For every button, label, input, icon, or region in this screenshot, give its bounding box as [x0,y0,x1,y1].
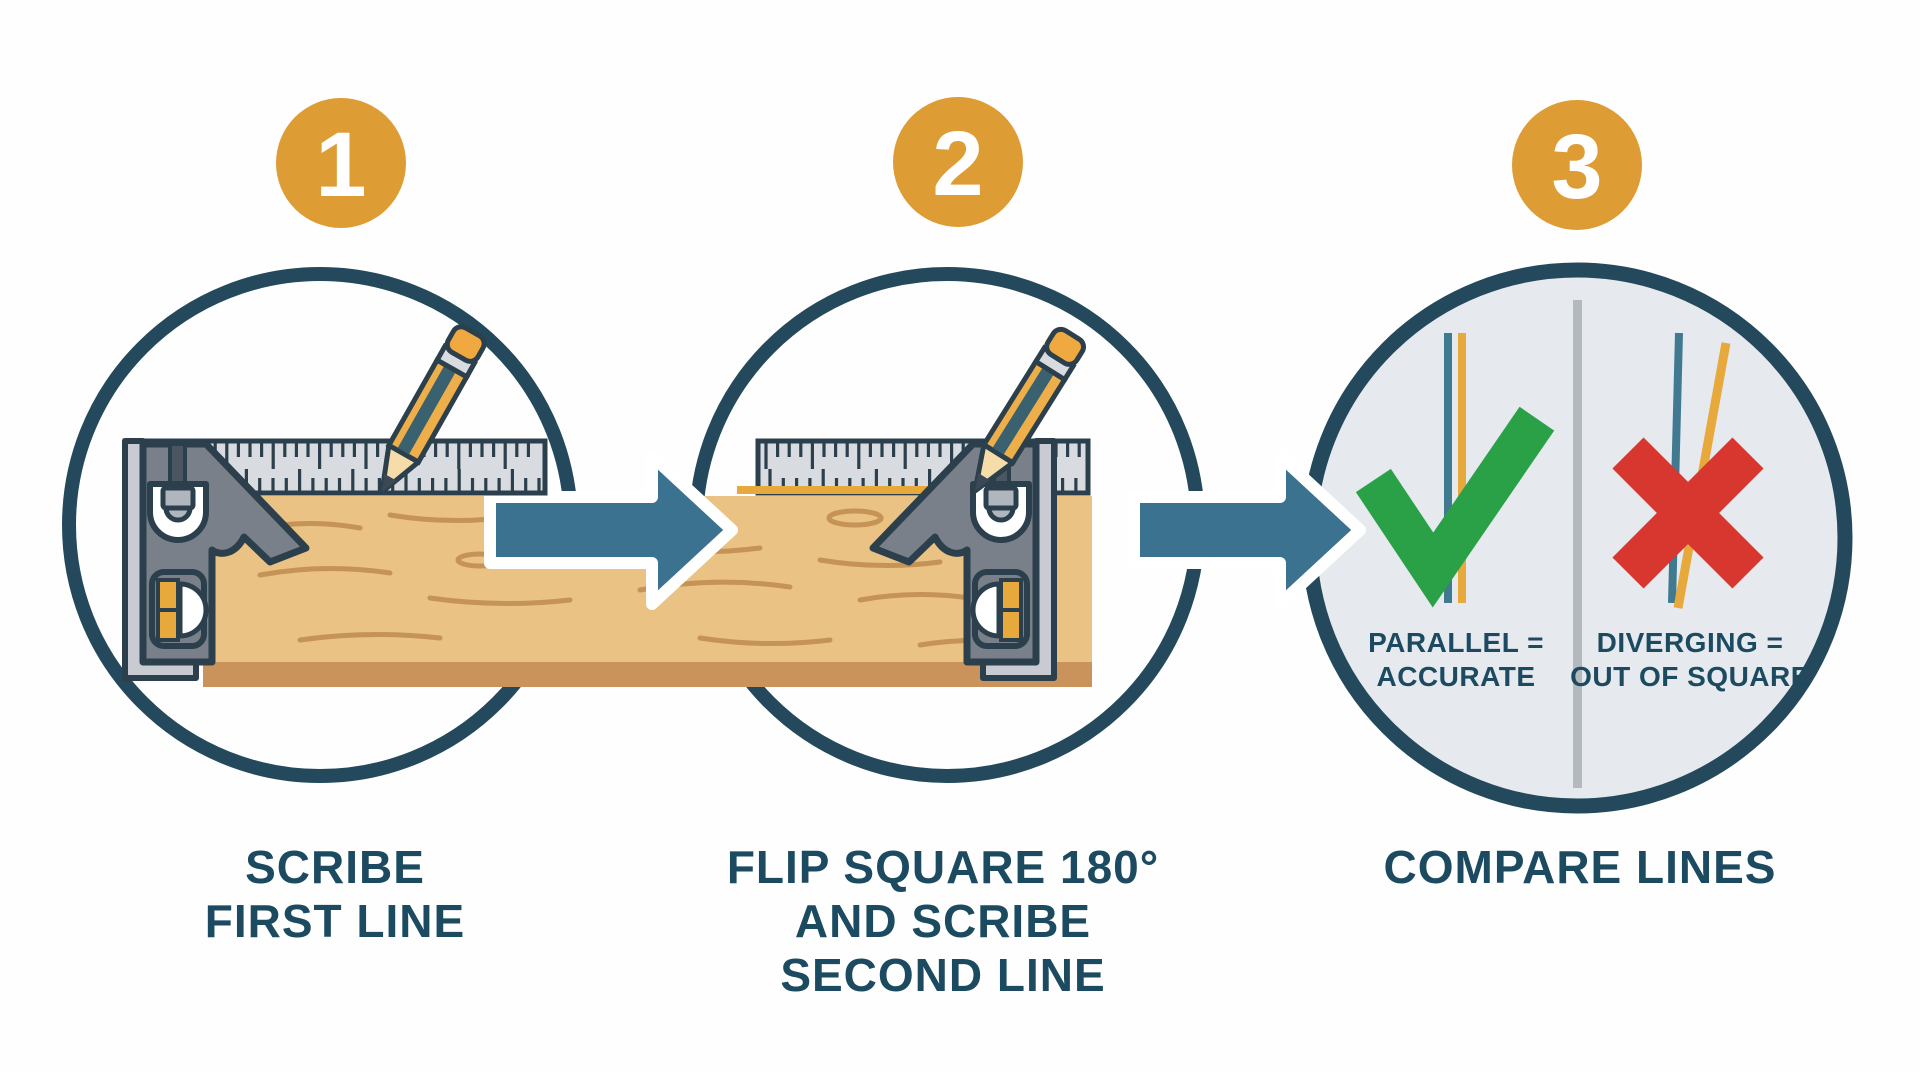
step-2-illustration [737,326,1091,678]
step-1-caption: SCRIBE FIRST LINE [205,841,465,947]
svg-text:FIRST LINE: FIRST LINE [205,895,465,947]
svg-text:SCRIBE: SCRIBE [245,841,425,893]
diverging-label-line2: OUT OF SQUARE [1570,661,1810,692]
parallel-label-line2: ACCURATE [1376,661,1535,692]
step-3-caption: COMPARE LINES [1384,841,1777,893]
svg-text:COMPARE LINES: COMPARE LINES [1384,841,1777,893]
step-3-number: 3 [1551,116,1602,218]
svg-text:FLIP SQUARE 180°: FLIP SQUARE 180° [727,841,1159,893]
step-2-caption: FLIP SQUARE 180° AND SCRIBE SECOND LINE [727,841,1159,1001]
x-icon [1612,437,1764,589]
step-2-number: 2 [932,113,983,215]
step-2-badge: 2 [893,97,1023,227]
diverging-label-line1: DIVERGING = [1597,627,1784,658]
svg-text:AND SCRIBE: AND SCRIBE [795,895,1091,947]
parallel-lines-icon [1444,333,1466,603]
step-1-badge: 1 [276,98,406,228]
step-arrow-1 [484,450,738,610]
first-scribed-line [737,486,973,494]
step-arrow-2 [1128,450,1366,610]
check-icon [1355,406,1555,608]
compare-panel: PARALLEL = ACCURATE DIVERGING = OUT OF S… [1355,300,1810,788]
step-3-badge: 3 [1512,100,1642,230]
svg-text:SECOND LINE: SECOND LINE [780,949,1105,1001]
compare-divider [1573,300,1582,788]
step-1-illustration [125,323,548,678]
parallel-label-line1: PARALLEL = [1368,627,1544,658]
step-1-number: 1 [315,114,366,216]
